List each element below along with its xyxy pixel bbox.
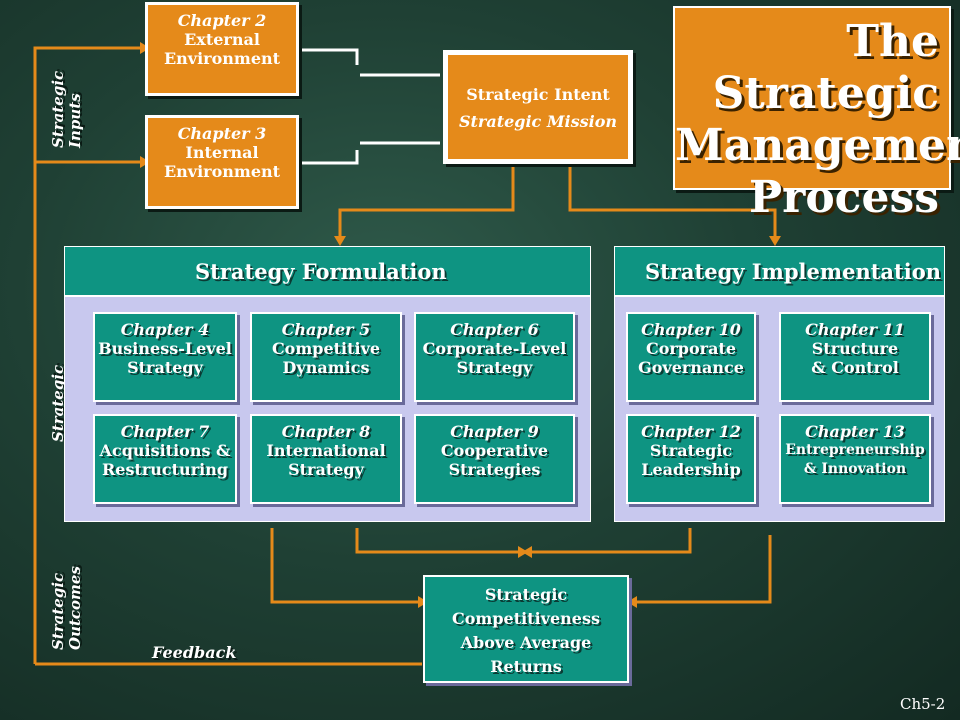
feedback-label: Feedback (152, 643, 237, 662)
strategic-outcome-text: Strategic Competitiveness Above Average … (452, 585, 600, 676)
chapter-8-box: Chapter 8 International Strategy (250, 414, 402, 504)
chapter-5-name: Competitive Dynamics (271, 339, 381, 377)
strategic-inputs-label: Strategic Inputs (49, 70, 84, 148)
chapter-2-name: External Environment (163, 30, 281, 68)
chapter-12-label: Chapter 12 (641, 422, 741, 441)
chapter-6-label: Chapter 6 (450, 320, 539, 339)
chapter-10-box: Chapter 10 Corporate Governance (626, 312, 756, 402)
chapter-7-label: Chapter 7 (120, 422, 210, 441)
chapter-6-name: Corporate-Level Strategy (422, 339, 567, 377)
chapter-8-label: Chapter 8 (281, 422, 371, 441)
chapter-2-label: Chapter 2 (177, 11, 267, 30)
chapter-5-box: Chapter 5 Competitive Dynamics (250, 312, 402, 402)
chapter-11-name: Structure & Control (811, 339, 899, 377)
chapter-3-name: Internal Environment (163, 143, 281, 181)
strategic-outcomes-label: Strategic Outcomes (49, 566, 84, 650)
chapter-5-label: Chapter 5 (281, 320, 371, 339)
strategic-intent-box: Strategic Intent Strategic Mission (443, 50, 633, 164)
chapter-13-name: Entrepreneurship & Innovation (785, 442, 925, 477)
page-title: The Strategic Management Process (675, 16, 960, 223)
chapter-8-name: International Strategy (266, 441, 386, 479)
chapter-3-label: Chapter 3 (177, 124, 267, 143)
strategy-formulation-panel: Strategy Formulation Chapter 4 Business-… (64, 246, 591, 522)
chapter-9-name: Cooperative Strategies (440, 441, 549, 479)
chapter-2-box: Chapter 2 External Environment (145, 2, 299, 96)
chapter-7-box: Chapter 7 Acquisitions & Restructuring (93, 414, 237, 504)
chapter-9-box: Chapter 9 Cooperative Strategies (414, 414, 575, 504)
strategy-formulation-header: Strategy Formulation (64, 246, 591, 296)
strategy-implementation-title: Strategy Implementation (645, 259, 941, 284)
chapter-10-label: Chapter 10 (641, 320, 741, 339)
chapter-3-box: Chapter 3 Internal Environment (145, 115, 299, 209)
chapter-4-label: Chapter 4 (120, 320, 210, 339)
chapter-12-name: Strategic Leadership (641, 441, 741, 479)
strategy-formulation-title: Strategy Formulation (195, 259, 447, 284)
strategy-implementation-header: Strategy Implementation (614, 246, 945, 296)
chapter-4-box: Chapter 4 Business-Level Strategy (93, 312, 237, 402)
title-box: The Strategic Management Process (673, 6, 960, 223)
strategy-implementation-panel: Strategy Implementation Chapter 10 Corpo… (614, 246, 945, 522)
chapter-13-box: Chapter 13 Entrepreneurship & Innovation (779, 414, 931, 504)
chapter-13-label: Chapter 13 (805, 422, 905, 441)
strategic-intent-label: Strategic Intent (466, 85, 610, 104)
chapter-9-label: Chapter 9 (450, 422, 539, 441)
slide-number: Ch5-2 (900, 695, 946, 713)
strategic-outcome-box: Strategic Competitiveness Above Average … (423, 575, 629, 683)
chapter-12-box: Chapter 12 Strategic Leadership (626, 414, 756, 504)
chapter-7-name: Acquisitions & Restructuring (99, 441, 231, 479)
chapter-11-label: Chapter 11 (805, 320, 905, 339)
chapter-11-box: Chapter 11 Structure & Control (779, 312, 931, 402)
strategic-mission-label: Strategic Mission (458, 112, 618, 131)
chapter-10-name: Corporate Governance (638, 339, 744, 377)
chapter-6-box: Chapter 6 Corporate-Level Strategy (414, 312, 575, 402)
chapter-4-name: Business-Level Strategy (98, 339, 232, 377)
